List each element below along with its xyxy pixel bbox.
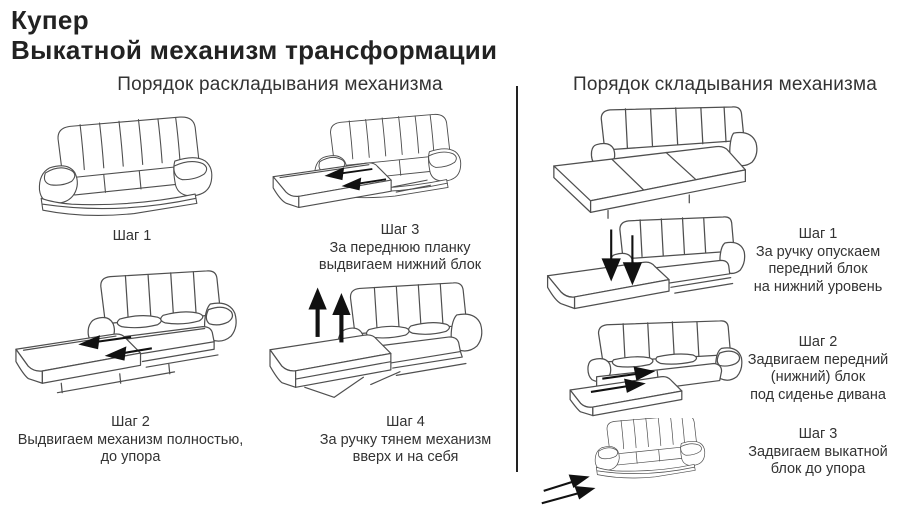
step-text-line: Задвигаем выкатной [748,443,888,460]
step-label: Шаг 4 [386,414,425,430]
step-label: Шаг 1 [112,228,152,244]
step-text-line: За ручку тянем механизм [319,431,492,448]
step-text-line: под сиденье дивана [750,386,886,403]
section-divider-line [516,86,518,472]
step-label: Шаг 3 [380,222,420,238]
fold-step3-figure [537,418,744,510]
unfold-step3-caption: Шаг 3 За переднюю планку выдвигаем нижни… [295,222,505,275]
unfold-step4-figure [252,282,494,412]
fold-step1-figure [540,216,746,322]
step-text-line: За ручку опускаем [755,243,881,260]
step-text-line: выдвигаем нижний блок [318,257,482,273]
unfold-step2-figure [8,270,240,404]
unfold-step1-caption: Шаг 1 [52,228,212,246]
step-text-line: до упора [100,449,161,465]
sofa-mechanism-lifted-illustration [269,282,483,398]
sofa-mechanism-extended-illustration [15,270,237,394]
step-label: Шаг 3 [798,426,838,442]
unfold-step3-figure [266,110,471,228]
step-text-line: Выдвигаем механизм полностью, [17,431,244,448]
step-text-line: За переднюю планку [329,239,471,256]
step-text-line: (нижний) блок [770,369,866,385]
product-name: Купер [11,5,89,35]
push-in-arrows-icon [541,474,596,505]
fold-step2-caption: Шаг 2 Задвигаем передний (нижний) блок п… [733,334,903,404]
step-label: Шаг 2 [111,414,150,430]
fold-step2-figure [540,320,746,426]
sofa-bed-unfolded-illustration [553,106,758,219]
step-text-line: передний блок [768,261,868,277]
pull-left-arrows-icon [78,335,153,361]
step-text-line: на нижний уровень [753,278,883,295]
unfold-step1-figure [32,112,228,222]
step-label: Шаг 1 [798,226,838,242]
fold-step1-caption: Шаг 1 За ручку опускаем передний блок на… [733,226,903,296]
sofa-closed-illustration [541,418,744,505]
unfold-step4-caption: Шаг 4 За ручку тянем механизм вверх и на… [283,414,528,467]
unfold-section-title: Порядок раскладывания механизма [117,74,443,95]
fold-start-figure [542,106,764,224]
front-block-lowered-illustration [546,216,746,310]
lift-up-arrows-icon [308,287,351,343]
mechanism-subtitle: Выкатной механизм трансформации [11,35,498,65]
step-text-line: Задвигаем передний [747,351,889,368]
page-title: Купер Выкатной механизм трансформации [11,5,497,65]
step-text-line: блок до упора [770,461,866,477]
fold-step3-caption: Шаг 3 Задвигаем выкатной блок до упора [733,426,903,479]
step-text-line: вверх и на себя [352,449,459,465]
block-pushed-under-seat-illustration [569,320,743,417]
lower-down-arrows-icon [601,229,643,286]
fold-section-title: Порядок складывания механизма [573,74,877,95]
sofa-closed-illustration [32,112,228,222]
pull-left-arrows-icon [324,167,387,191]
unfold-step2-caption: Шаг 2 Выдвигаем механизм полностью, до у… [8,414,253,467]
step-label: Шаг 2 [798,334,838,350]
sofa-block-pulled-out-illustration [272,110,471,209]
